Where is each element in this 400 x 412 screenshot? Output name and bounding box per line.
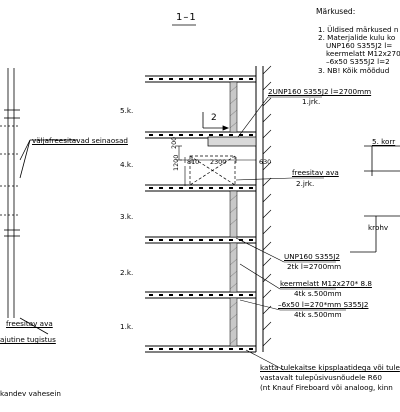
slab-2 [145, 236, 256, 244]
dim-200: 200 [170, 136, 178, 149]
slab-1 [145, 291, 256, 299]
wall-parts-label: väljafreesitavad seinaosad [32, 136, 128, 145]
slab-5 [145, 75, 256, 83]
dim-810: 810 [187, 158, 200, 166]
note-line: 2. Materjalide kulu ko [318, 33, 396, 42]
top-callout-profile: 2UNP160 S355J2 l=2700mm [268, 87, 372, 96]
notes-heading: Märkused: [316, 7, 356, 16]
free-void-count: 2.jrk. [296, 179, 315, 188]
section-title: 1–1 [176, 12, 197, 23]
dim-2300: 2300 [210, 158, 227, 166]
note-line: 1. Üldised märkused n [318, 25, 399, 34]
temporary-support-label: ajutine tugistus [0, 335, 56, 344]
bearing-wall [255, 66, 264, 352]
floor-label-2: 2.k. [120, 268, 134, 277]
floor-label-4: 4.k. [120, 160, 134, 169]
note-line: 3. NB! Kõik mõõdud [318, 66, 390, 75]
right-floor-label: 5. korr [372, 137, 396, 146]
right-roof-label: krohv [368, 223, 389, 232]
note-line: –6x50 S355J2 l=2 [326, 57, 390, 66]
bottom-plate: –6x50 l=270*mm S355J2 [278, 300, 369, 309]
fire-note-line: (nt Knauf Fireboard või analoog, kinn [260, 383, 393, 392]
wall-hatch [262, 65, 272, 347]
dim-1200: 1200 [172, 154, 180, 171]
free-void-label: freesitav ava [292, 168, 339, 177]
note-line: keermelatt M12x270 [326, 49, 400, 58]
bottom-rod-qty: 4tk s.500mm [294, 289, 342, 298]
bearing-partition-label: kandev vahesein [0, 389, 61, 398]
note-line: UNP160 S355J2 l= [326, 41, 393, 50]
section-mark-2: 2 [211, 113, 217, 123]
right-detail [350, 145, 400, 253]
floor-label-3: 3.k. [120, 212, 134, 221]
bottom-plate-qty: 4tk s.500mm [294, 310, 342, 319]
floor-label-1: 1.k. [120, 322, 134, 331]
partition-walls [229, 81, 238, 347]
slab-holes [149, 78, 253, 350]
bottom-profile-qty: 2tk l=2700mm [287, 262, 342, 271]
fire-note-line: vastavalt tulepüsivusnõudele R60 [260, 373, 382, 382]
dim-630: 630 [259, 158, 272, 166]
top-callout-count: 1.jrk. [302, 97, 321, 106]
section-marker-2 [202, 112, 230, 131]
opening-frame [189, 136, 257, 186]
bottom-rod: keermelatt M12x270* 8.8 [280, 279, 372, 288]
fire-note-line: katta tulekaitse kipsplaatidega või tule [260, 363, 400, 372]
floor-label-5: 5.k. [120, 106, 134, 115]
slab-0 [145, 345, 256, 353]
partition-hatch [229, 85, 238, 345]
dimension-lines [176, 145, 257, 186]
left-void-label: freesitav ava [6, 319, 53, 328]
bottom-profile: UNP160 S355J2 [284, 252, 340, 261]
leader-lines [235, 96, 346, 371]
left-elevation [0, 68, 78, 335]
slab-3 [145, 184, 256, 192]
